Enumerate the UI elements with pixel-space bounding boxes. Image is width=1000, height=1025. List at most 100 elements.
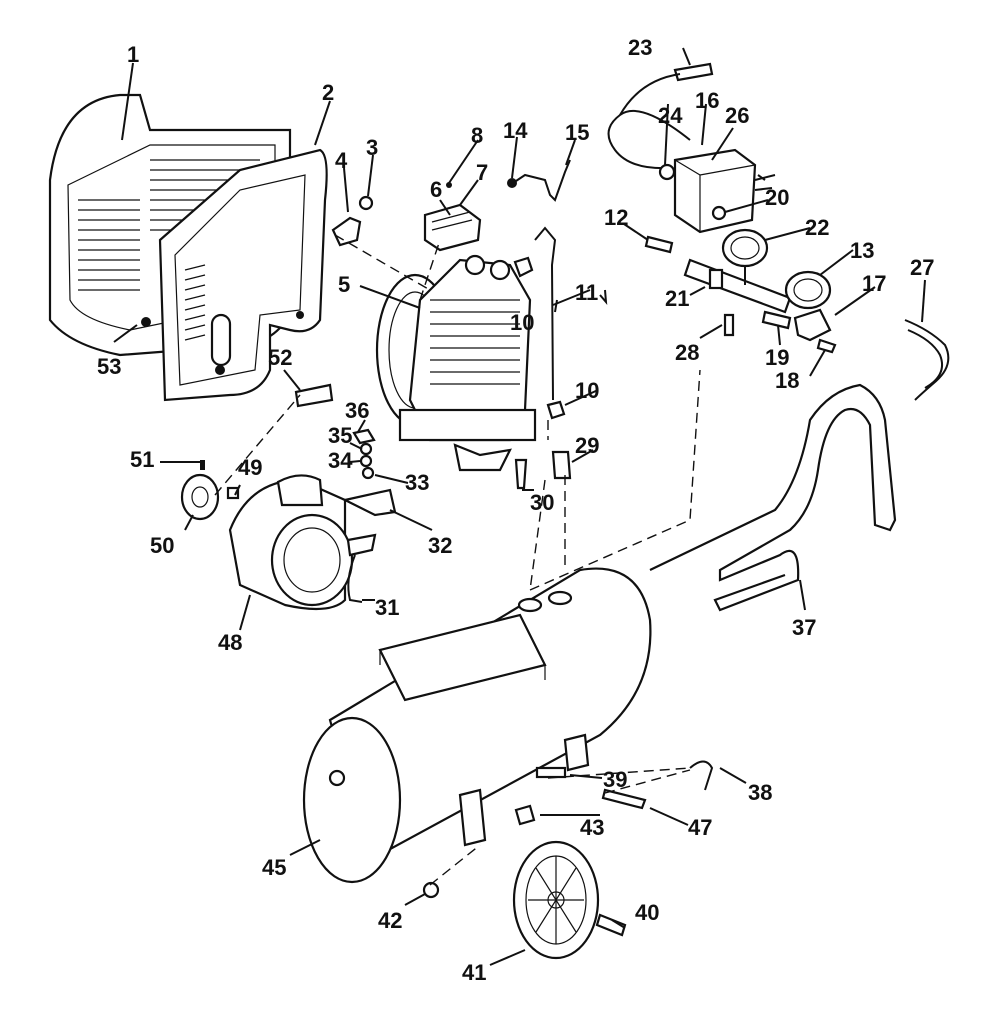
part-spacer-39 xyxy=(535,766,567,779)
label-30: 30 xyxy=(530,490,554,515)
part-cable-27b xyxy=(907,329,944,389)
label-17: 17 xyxy=(862,271,886,296)
part-gauge-13 xyxy=(784,270,832,310)
label-21: 21 xyxy=(665,286,689,311)
part-bracket-32 xyxy=(341,488,397,517)
label-29: 29 xyxy=(575,433,599,458)
part-setscrew-51 xyxy=(200,460,205,470)
label-42: 42 xyxy=(378,908,402,933)
part-washer-33 xyxy=(361,466,375,480)
part-pin-38 xyxy=(689,760,714,791)
part-cord-31 xyxy=(347,554,363,603)
part-tank-45 xyxy=(302,567,652,884)
label-4: 4 xyxy=(335,148,348,173)
part-bolt-40 xyxy=(595,913,627,937)
label-20: 20 xyxy=(765,185,789,210)
part-wheel-41 xyxy=(512,840,600,960)
part-fitting-18 xyxy=(816,338,837,354)
part-fitting-20 xyxy=(711,205,727,221)
part-plug-23 xyxy=(673,62,714,82)
part-bracket-4 xyxy=(331,216,362,247)
label-34: 34 xyxy=(328,448,353,473)
part-compressor-pump xyxy=(375,254,537,472)
label-1: 1 xyxy=(127,42,139,67)
part-strain-relief-24 xyxy=(658,163,676,181)
part-manifold-21 xyxy=(683,258,792,314)
part-gauge-22 xyxy=(721,228,769,285)
label-40: 40 xyxy=(635,900,659,925)
part-valve-12 xyxy=(644,235,674,254)
label-43: 43 xyxy=(580,815,604,840)
label-53: 53 xyxy=(97,354,121,379)
part-axle-bolt-47 xyxy=(601,788,647,810)
part-washer-35 xyxy=(359,442,373,456)
part-nut-10-top xyxy=(513,256,534,278)
part-labels: 1 2 3 4 5 6 7 8 14 15 10 11 10 29 30 12 … xyxy=(97,35,934,985)
label-22: 22 xyxy=(805,215,829,240)
label-12: 12 xyxy=(604,205,628,230)
label-3: 3 xyxy=(366,135,378,160)
label-15: 15 xyxy=(565,120,589,145)
part-regulator-17 xyxy=(793,308,832,342)
label-41: 41 xyxy=(462,960,486,985)
label-27: 27 xyxy=(910,255,934,280)
label-31: 31 xyxy=(375,595,399,620)
label-39: 39 xyxy=(603,767,627,792)
label-7: 7 xyxy=(476,160,488,185)
part-pressure-switch xyxy=(673,148,757,234)
part-tube-15 xyxy=(512,159,571,202)
label-26: 26 xyxy=(725,103,749,128)
label-8: 8 xyxy=(471,123,483,148)
label-32: 32 xyxy=(428,533,452,558)
part-drain-valve-43 xyxy=(514,804,536,826)
part-fitting-14 xyxy=(507,178,517,188)
part-nut-42 xyxy=(422,881,440,899)
leader-lines xyxy=(113,47,926,966)
label-14: 14 xyxy=(503,118,528,143)
label-38: 38 xyxy=(748,780,772,805)
label-52: 52 xyxy=(268,345,292,370)
label-47: 47 xyxy=(688,815,712,840)
part-handle-37 xyxy=(649,383,897,612)
label-51: 51 xyxy=(130,447,154,472)
part-screw-53 xyxy=(141,317,151,327)
label-45: 45 xyxy=(262,855,286,880)
part-nipple-19 xyxy=(761,310,792,330)
part-cord-top xyxy=(619,73,681,116)
label-18: 18 xyxy=(775,368,799,393)
part-wingnut-36 xyxy=(352,428,376,445)
label-6: 6 xyxy=(430,177,442,202)
label-48: 48 xyxy=(218,630,242,655)
part-nut-10-bottom xyxy=(546,400,566,420)
part-wires-26 xyxy=(754,174,776,191)
label-13: 13 xyxy=(850,238,874,263)
part-motor-48 xyxy=(228,474,377,611)
part-pulley-50 xyxy=(180,473,220,521)
label-16: 16 xyxy=(695,88,719,113)
part-nut-3 xyxy=(358,195,374,211)
part-key-49 xyxy=(226,486,240,500)
part-bolt-30 xyxy=(514,458,528,490)
part-fitting-29 xyxy=(551,450,572,480)
part-drain-28 xyxy=(723,313,735,337)
part-discharge-tube-11 xyxy=(534,226,557,401)
part-washer-34 xyxy=(359,454,373,468)
label-35: 35 xyxy=(328,423,352,448)
label-28: 28 xyxy=(675,340,699,365)
label-24: 24 xyxy=(658,103,683,128)
part-belt-52 xyxy=(294,383,334,408)
label-5: 5 xyxy=(338,272,350,297)
label-33: 33 xyxy=(405,470,429,495)
label-36: 36 xyxy=(345,398,369,423)
label-37: 37 xyxy=(792,615,816,640)
label-10-bottom: 10 xyxy=(575,378,599,403)
part-power-cord-23 xyxy=(607,109,691,170)
label-19: 19 xyxy=(765,345,789,370)
label-10-top: 10 xyxy=(510,310,534,335)
assembly-lines xyxy=(214,234,701,886)
part-belt-guard-rear xyxy=(158,148,328,402)
label-23: 23 xyxy=(628,35,652,60)
label-2: 2 xyxy=(322,80,334,105)
part-valve-assembly xyxy=(423,203,482,252)
